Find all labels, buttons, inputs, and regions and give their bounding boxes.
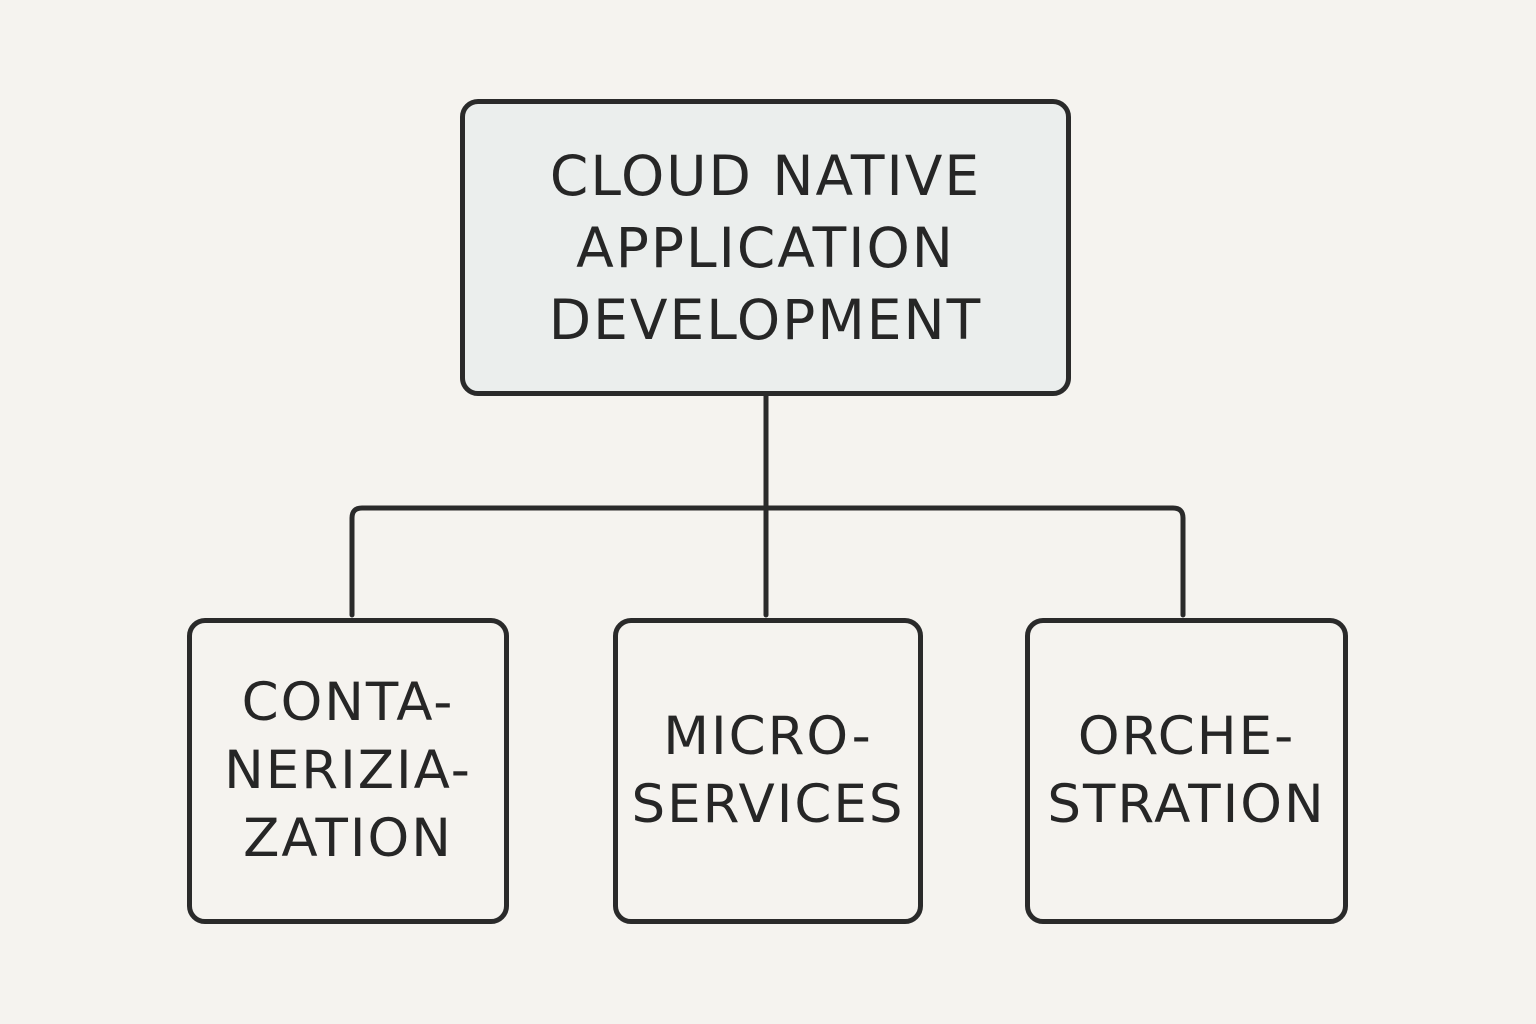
root-label-line-1: CLOUD NATIVE bbox=[549, 143, 982, 208]
child-1-label-line-2: NERIZIA- bbox=[224, 740, 472, 801]
child-2-label-line-1: MICRO- bbox=[663, 706, 873, 767]
child-3-label-line-1: ORCHE- bbox=[1077, 706, 1296, 767]
child-3-label-line-2: STRATION bbox=[1047, 774, 1326, 835]
root-label-line-2: APPLICATION bbox=[576, 215, 955, 280]
child-2-label-line-2: SERVICES bbox=[631, 774, 905, 835]
child-node-microservices: MICRO- SERVICES bbox=[613, 618, 923, 924]
child-node-containerization: CONTA- NERIZIA- ZATION bbox=[187, 618, 509, 924]
child-node-orchestration: ORCHE- STRATION bbox=[1025, 618, 1348, 924]
child-1-label-line-3: ZATION bbox=[243, 808, 453, 869]
root-label-line-3: DEVELOPMENT bbox=[548, 287, 983, 352]
root-node: CLOUD NATIVE APPLICATION DEVELOPMENT bbox=[460, 99, 1071, 396]
child-1-label-line-1: CONTA- bbox=[241, 672, 455, 733]
horizontal-connector bbox=[349, 505, 1186, 618]
